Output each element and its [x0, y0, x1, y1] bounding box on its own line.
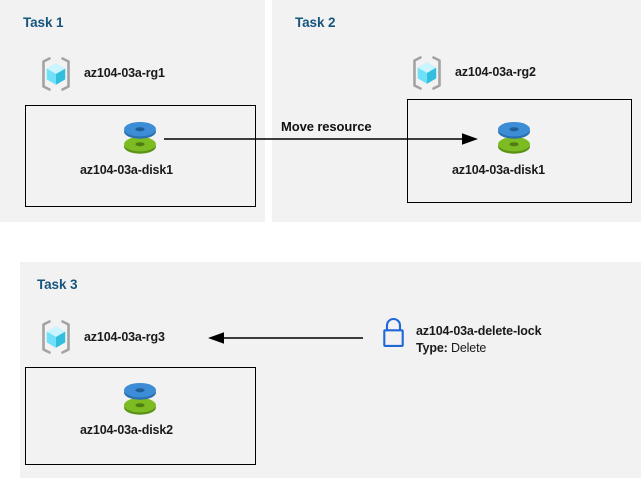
- task-3-resource-label: az104-03a-disk2: [80, 423, 173, 437]
- lock-type-key: Type:: [416, 341, 448, 355]
- managed-disk-icon: [492, 114, 536, 158]
- task-3-resource-box: [25, 367, 256, 465]
- task-3-panel: [20, 262, 641, 478]
- task-3-title: Task 3: [37, 277, 78, 292]
- task-2-title: Task 2: [295, 15, 336, 30]
- task-2-resource-box: [407, 99, 632, 203]
- task-2-resource-group-label: az104-03a-rg2: [455, 65, 536, 79]
- resource-group-icon: [408, 54, 446, 92]
- managed-disk-icon: [118, 114, 162, 158]
- task-3-lock-label: az104-03a-delete-lock: [416, 324, 542, 338]
- managed-disk-icon: [118, 375, 162, 419]
- task-1-resource-box: [25, 105, 256, 207]
- task-1-resource-group-label: az104-03a-rg1: [84, 66, 165, 80]
- resource-group-icon: [37, 55, 75, 93]
- task-2-panel: [272, 0, 641, 222]
- lock-type-value: Delete: [451, 341, 487, 355]
- resource-group-icon: [37, 318, 75, 356]
- task-1-resource-label: az104-03a-disk1: [80, 163, 173, 177]
- move-resource-label: Move resource: [281, 119, 372, 134]
- task-1-panel: [0, 0, 265, 222]
- task-1-title: Task 1: [23, 15, 64, 30]
- task-3-lock-type: Type: Delete: [416, 341, 486, 355]
- lock-icon: [379, 315, 408, 349]
- task-2-resource-label: az104-03a-disk1: [452, 163, 545, 177]
- task-3-resource-group-label: az104-03a-rg3: [84, 330, 165, 344]
